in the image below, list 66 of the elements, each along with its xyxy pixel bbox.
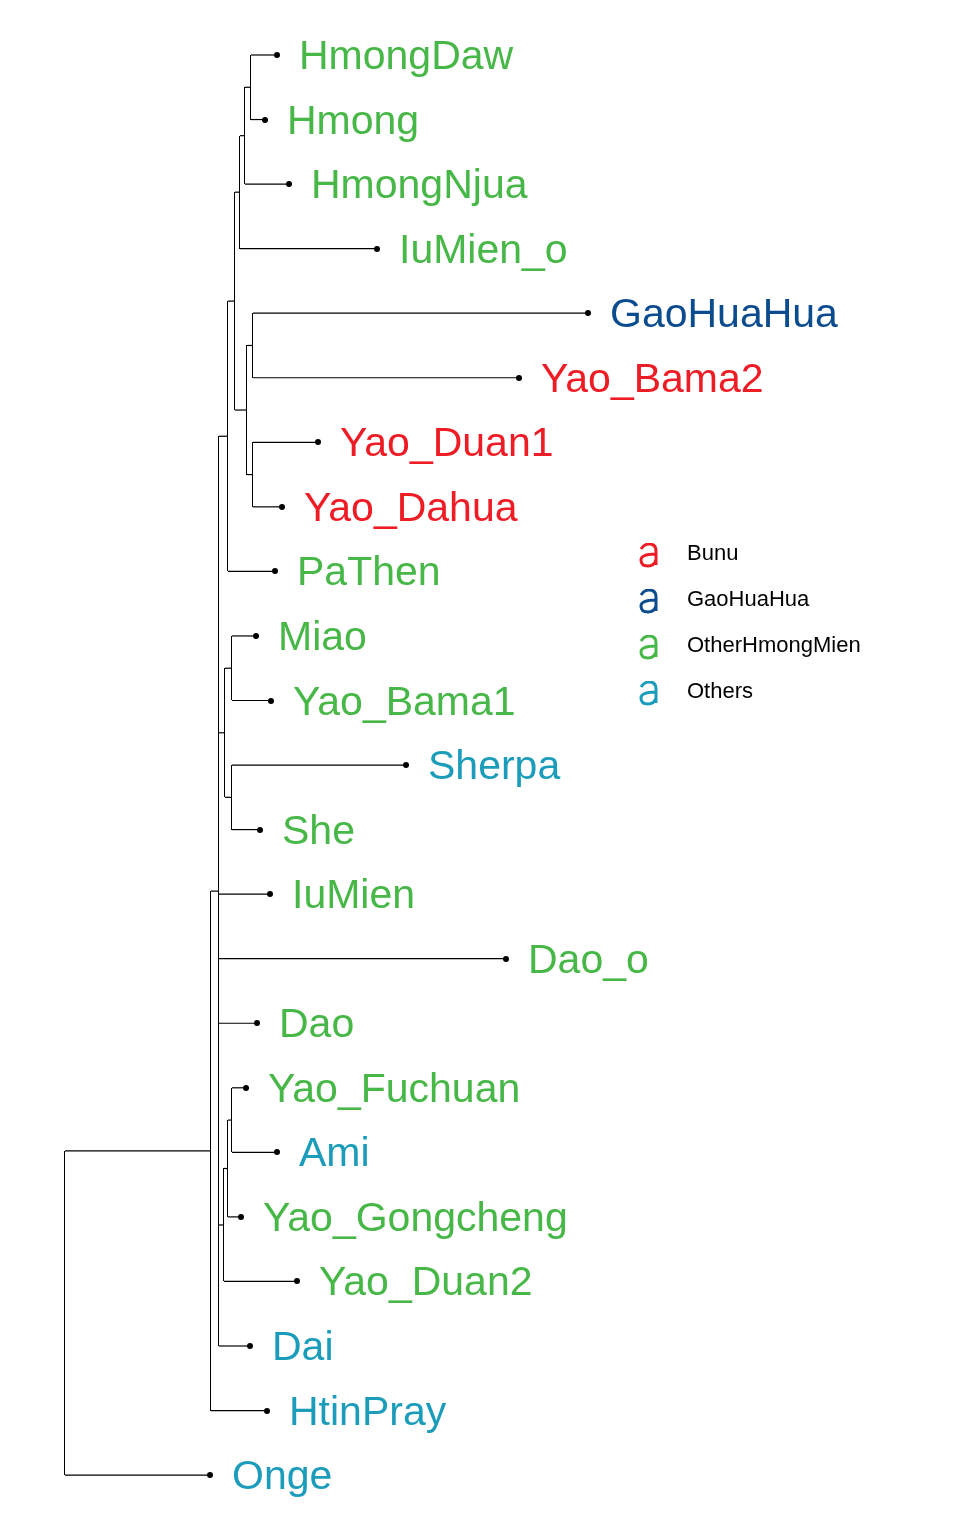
branch-line (231, 1151, 275, 1153)
branch-line (234, 409, 248, 411)
legend-label: Bunu (687, 539, 739, 567)
branch-line (250, 54, 275, 56)
branch-line (227, 300, 236, 302)
tip-label: HtinPray (264, 1386, 447, 1435)
branch-line (223, 1167, 229, 1170)
tip-label: Hmong (262, 95, 420, 144)
branch-line (239, 135, 246, 137)
tip-label: Yao_Duan2 (294, 1257, 533, 1306)
branch-line (231, 1087, 244, 1089)
branch-line (218, 1224, 225, 1226)
branch-line (252, 312, 586, 314)
tip-label: Dao (254, 999, 355, 1048)
branch-line (218, 893, 268, 895)
branch-line (239, 248, 375, 250)
legend-label: OtherHmongMien (687, 631, 861, 659)
branch-line (246, 473, 254, 476)
branch-line (231, 699, 269, 702)
tip-label: GaoHuaHua (585, 289, 838, 338)
branch-line (231, 829, 258, 831)
branch-line (252, 377, 517, 379)
branch-line (223, 1280, 295, 1283)
branch-line (64, 1474, 208, 1476)
tip-label: Dai (247, 1322, 334, 1370)
branch-line (218, 1345, 248, 1347)
branch-line (64, 1150, 212, 1152)
branch-line (218, 732, 226, 734)
tip-label: Yao_Gongcheng (238, 1192, 568, 1241)
tip-label: Ami (274, 1128, 370, 1177)
tip-label: IuMien_o (374, 224, 568, 273)
branch-line (224, 667, 233, 669)
branch-line (218, 1022, 255, 1024)
branch-line (246, 344, 254, 347)
legend-label: Others (687, 677, 754, 705)
tip-label: Sherpa (403, 741, 561, 790)
branch-line (231, 635, 254, 637)
branch-line (218, 435, 229, 437)
branch-line (252, 506, 280, 508)
tip-label: She (257, 805, 355, 854)
branch-line (244, 86, 252, 88)
tip-label: Yao_Duan1 (315, 418, 554, 467)
branch-line (227, 1216, 239, 1218)
tip-label: Miao (253, 611, 367, 660)
tip-label: HmongDaw (274, 31, 514, 79)
tip-label: Yao_Fuchuan (243, 1063, 521, 1112)
tip-label: Onge (207, 1451, 333, 1500)
branch-line (244, 183, 287, 185)
tip-label: IuMien (267, 870, 416, 919)
tip-label: Dao_o (503, 934, 649, 983)
branch-line (210, 890, 220, 892)
tip-label: PaThen (272, 547, 441, 596)
branch-line (218, 958, 504, 960)
tip-label: Yao_Dahua (279, 482, 518, 531)
branch-line (224, 796, 233, 798)
tip-label: Yao_Bama2 (516, 353, 764, 402)
branch-line (250, 118, 263, 121)
branch-line (210, 1409, 265, 1412)
tip-label: Yao_Bama1 (268, 676, 516, 725)
branch-line (234, 191, 241, 193)
branch-line (231, 764, 404, 766)
branch-line (252, 441, 316, 443)
branch-line (227, 570, 273, 572)
branch-line (227, 1119, 233, 1121)
legend-label: GaoHuaHua (687, 585, 810, 613)
tip-label: HmongNjua (286, 160, 528, 209)
